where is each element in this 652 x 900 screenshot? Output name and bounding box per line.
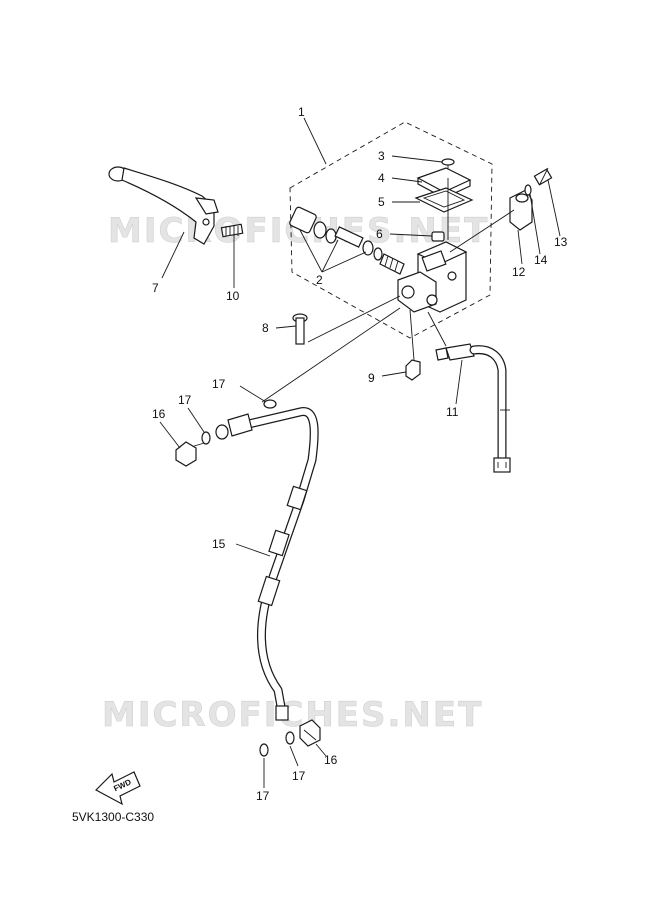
callout-4: 4 [378, 171, 385, 185]
callout-1: 1 [298, 105, 305, 119]
brake-switch [435, 343, 511, 473]
nut-9 [405, 359, 421, 381]
plug [431, 231, 445, 242]
callout-17-bottom-right: 17 [292, 769, 306, 783]
watermark-bottom: MICROFICHES.NET [102, 695, 483, 735]
diagram-code: 5VK1300-C330 [72, 810, 155, 824]
callout-17-upper: 17 [212, 377, 226, 391]
callout-6: 6 [376, 227, 383, 241]
gasket-top-2 [263, 399, 277, 409]
callout-leaders [159, 117, 561, 788]
assembly-boundary [289, 121, 493, 339]
callout-16-bottom: 16 [324, 753, 338, 767]
brake-hose [215, 407, 319, 721]
piston-kit [289, 206, 405, 275]
holder-bolt [533, 167, 553, 186]
callout-16-top: 16 [152, 407, 166, 421]
bolt-8 [292, 313, 308, 345]
callout-8: 8 [262, 321, 269, 335]
gasket-top-1 [201, 431, 211, 445]
callout-17-top: 17 [178, 393, 192, 407]
washer-14 [524, 184, 532, 196]
callout-12: 12 [512, 265, 526, 279]
union-bolt-bottom [299, 719, 321, 747]
callout-10: 10 [226, 289, 240, 303]
gasket-bottom-2 [259, 743, 269, 757]
master-cylinder [397, 241, 468, 313]
callout-14: 14 [534, 253, 548, 267]
union-bolt-top [175, 441, 209, 467]
gasket-bottom-1 [285, 731, 295, 745]
diaphragm [414, 187, 474, 213]
callout-2: 2 [316, 273, 323, 287]
callout-3: 3 [378, 149, 385, 163]
callout-17-bottom-left: 17 [256, 789, 270, 803]
callout-13: 13 [554, 235, 568, 249]
brake-lever [108, 166, 219, 245]
lever-pivot-bolt [220, 223, 244, 238]
callout-5: 5 [378, 195, 385, 209]
callout-11: 11 [446, 405, 459, 419]
callout-9: 9 [368, 371, 375, 385]
callout-15: 15 [212, 537, 226, 551]
callout-7: 7 [152, 281, 159, 295]
fwd-arrow-icon: FWD [95, 771, 141, 806]
